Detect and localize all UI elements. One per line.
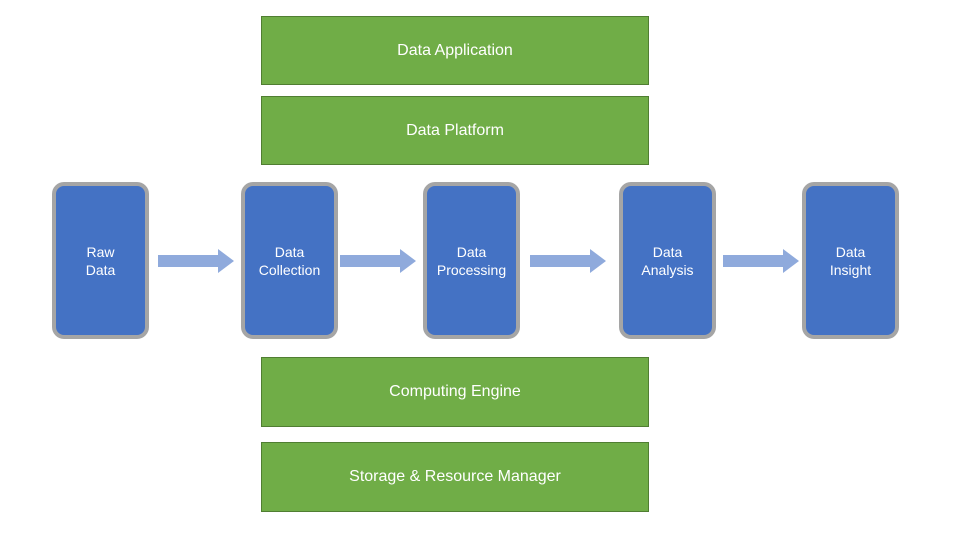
layer-label: Data Platform (406, 121, 504, 139)
flow-arrow-icon (340, 249, 416, 273)
stage-label-line1: Raw (86, 243, 115, 260)
layer-storage-resource-manager: Storage & Resource Manager (261, 442, 649, 512)
flow-arrow-icon (723, 249, 799, 273)
layer-label: Data Application (397, 41, 513, 59)
stage-label-line2: Analysis (641, 261, 694, 278)
stage-label-line1: Data (835, 243, 866, 260)
stage-label-line1: Data (274, 243, 305, 260)
stage-label-line1: Data (456, 243, 487, 260)
layer-data-platform: Data Platform (261, 96, 649, 165)
layer-label: Storage & Resource Manager (349, 468, 561, 485)
layer-label: Computing Engine (389, 383, 521, 400)
flow-arrow-icon (530, 249, 606, 273)
flow-arrow-icon (158, 249, 234, 273)
stage-label-line1: Data (652, 243, 683, 260)
stage-label-line2: Collection (258, 261, 321, 278)
stage-label-line2: Insight (829, 261, 872, 278)
layer-computing-engine: Computing Engine (261, 357, 649, 427)
stage-label-line2: Processing (436, 261, 507, 278)
stage-label-line2: Data (85, 261, 116, 278)
layer-data-application: Data Application (261, 16, 649, 85)
